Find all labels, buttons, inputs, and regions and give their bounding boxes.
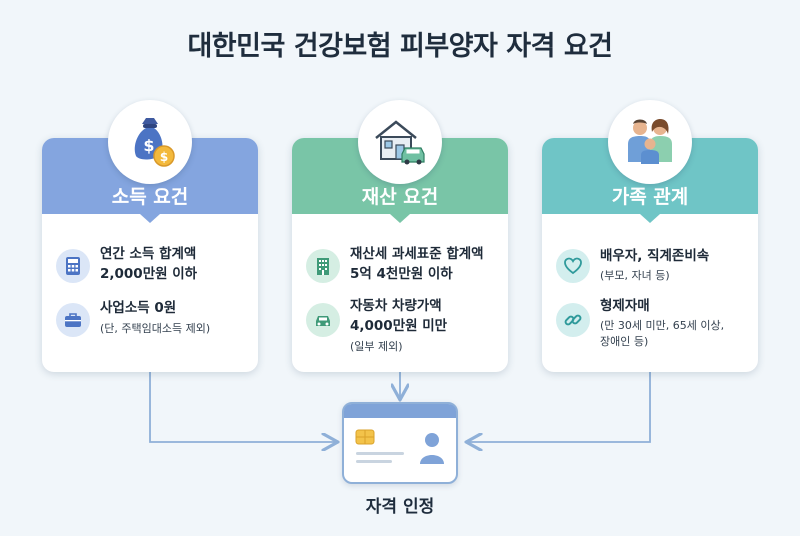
family-item-1-line-1: 배우자, 직계존비속 — [600, 248, 710, 264]
family-item-2-note-1: (만 30세 미만, 65세 이상, — [600, 319, 725, 332]
heart-icon — [556, 249, 590, 283]
page-title: 대한민국 건강보험 피부양자 자격 요건 — [187, 31, 613, 62]
property-item-2-note: (일부 제외) — [350, 340, 403, 353]
property-item-2-line-2: 4,000만원 미만 — [350, 318, 448, 334]
svg-text:$: $ — [160, 150, 168, 164]
chain-link-icon — [556, 303, 590, 337]
car-icon — [306, 303, 340, 337]
id-card-icon — [342, 402, 458, 484]
card-family-heading: 가족 관계 — [611, 186, 689, 208]
card-property-heading: 재산 요건 — [361, 186, 439, 208]
family-icon — [608, 100, 692, 184]
property-item-2-line-1: 자동차 차량가액 — [350, 298, 442, 314]
money-bag-icon: $ $ — [108, 100, 192, 184]
family-item-1-note: (부모, 자녀 등) — [600, 269, 670, 282]
connector-left — [149, 372, 336, 442]
calculator-icon — [56, 249, 90, 283]
connector-right — [468, 372, 651, 442]
result-label: 자격 인정 — [365, 497, 435, 517]
building-icon — [306, 249, 340, 283]
card-income-heading: 소득 요건 — [111, 186, 189, 208]
income-item-1-line-2: 2,000만원 이하 — [100, 266, 198, 282]
briefcase-icon — [56, 303, 90, 337]
income-item-1-line-1: 연간 소득 합계액 — [100, 246, 197, 262]
income-item-2-line-1: 사업소득 0원 — [100, 300, 177, 316]
family-item-2-line-1: 형제자매 — [600, 298, 650, 314]
house-car-icon — [358, 100, 442, 184]
svg-text:$: $ — [143, 136, 154, 155]
property-item-1-line-1: 재산세 과세표준 합계액 — [350, 246, 484, 262]
income-item-2-note: (단, 주택임대소득 제외) — [100, 322, 211, 335]
property-item-1-line-2: 5억 4천만원 이하 — [350, 266, 453, 282]
family-item-2-note-2: 장애인 등) — [600, 335, 649, 348]
